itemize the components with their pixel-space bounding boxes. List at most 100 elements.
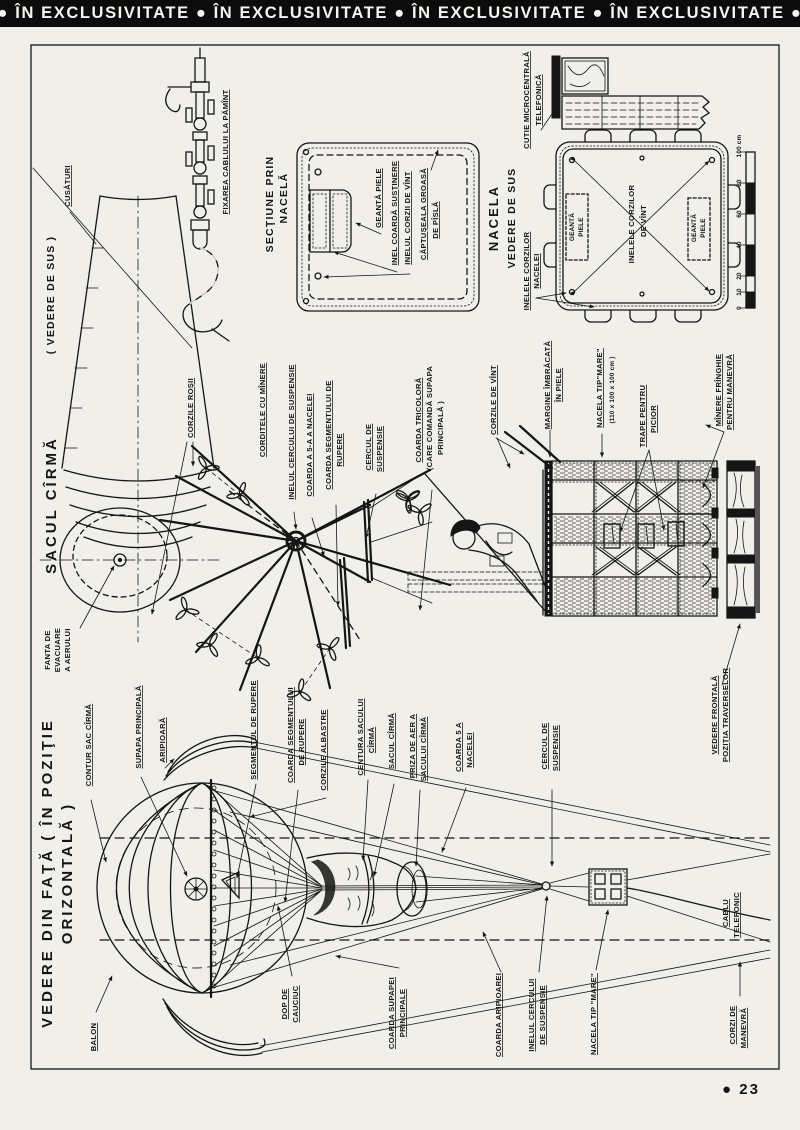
stabilizer-fins — [162, 734, 771, 1057]
telephone-box — [551, 55, 711, 130]
foot-trap — [667, 521, 685, 547]
centura-label-2: CÎRMĂ — [367, 727, 376, 754]
crossbeam-plank — [726, 460, 760, 619]
inelul-corzii-label: INELUL CORZII DE VÎNT — [403, 171, 412, 265]
vedere-frontala-label-2: POZIŢIA TRAVERSELOR — [721, 668, 730, 763]
foot-trap — [637, 523, 655, 549]
corzile-rosii-label: CORZILE ROŞII — [186, 378, 195, 438]
trape-label-1: TRAPE PENTRU — [638, 384, 647, 447]
drogue-sack-top-view: SACUL CÎRMĂ ( VEDERE DE SUS ) CUSĂTURI F… — [39, 165, 223, 672]
geanta-left-2: PIELE — [578, 217, 585, 237]
suspension-rigging: CORDITELE CU MÎNERE INELUL CERCULUI DE S… — [158, 363, 525, 703]
cercul-front-label-1: CERCUL DE — [540, 723, 549, 770]
suspension-ring — [285, 530, 307, 552]
ruler-tick-10: 10 — [736, 288, 743, 296]
scale-ruler: 0 10 20 40 60 80 100 cm — [736, 134, 756, 310]
nacela-tip-front-label: NACELA TIP "MARE" — [589, 973, 598, 1055]
front-view-title-1: VEDERE DIN FAŢĂ ( ÎN POZIŢIE — [38, 718, 56, 1028]
gondola-top-view: NACELA VEDERE DE SUS GEANTĂ PIELE GEANTĂ… — [486, 51, 756, 323]
fanta-label-1: FANTA DE — [43, 630, 52, 670]
balloon-front-view: VEDERE DIN FAŢĂ ( ÎN POZIŢIE ORIZONTALĂ … — [38, 680, 771, 1057]
inele-vint-label-1: INELELE CORZILOR — [627, 184, 636, 263]
sacul-cirma-label: SACUL CÎRMĂ — [387, 713, 396, 770]
geanta-left-1: GEANTĂ — [567, 213, 576, 241]
inelul-cercului-label: INELUL CERCULUI DE SUSPENSIE — [287, 364, 296, 499]
sack-top-title: SACUL CÎRMĂ — [42, 436, 60, 574]
balon-label: BALON — [89, 1023, 98, 1052]
diagram-frame — [30, 44, 780, 1070]
nacela-tip-label-1: NACELA TIP"MARE" — [595, 348, 604, 428]
coarda-segment-label-1: COARDA SEGMENTULUI DE — [324, 380, 333, 489]
ruler-top-label: 100 cm — [736, 134, 743, 157]
nacela-subtitle: VEDERE DE SUS — [506, 168, 518, 269]
main-valve — [184, 877, 208, 901]
captuseala-label-1: CĂPTUŞEALA GROASĂ — [419, 168, 428, 260]
geanta-right-2: PIELE — [700, 218, 707, 238]
ruler-tick-0: 0 — [736, 306, 743, 310]
contur-sac-label: CONTUR SAC CÎRMĂ — [84, 704, 93, 787]
dop-label-2: CAUCIUC — [291, 985, 300, 1022]
geanta-right-1: GEANTĂ — [689, 214, 698, 242]
page-number: ● 23 — [722, 1081, 760, 1098]
inele-vint-label-2: DE VÎNT — [639, 205, 648, 237]
coarda-supapei-label-1: COARDA SUPAPEI — [387, 977, 396, 1049]
suspension-hoop-ring — [541, 881, 551, 891]
cutie-label-1: CUTIE MICROCENTRALĂ — [522, 51, 531, 149]
ground-hook — [182, 247, 223, 333]
dop-label-1: DOP DE — [280, 989, 289, 1020]
vedere-frontala-label-1: VEDERE FRONTALĂ — [710, 675, 719, 754]
gondola-section-view: SECŢIUNE PRIN NACELĂ GEANTĂ PIELE INEL C… — [264, 142, 480, 312]
coarda-segm-label-2: DE RUPERE — [297, 718, 306, 765]
inel-coarda-label: INEL COARDĂ SUSŢINERE — [390, 161, 399, 265]
corditele-label: CORDITELE CU MÎNERE — [258, 363, 267, 457]
cusaturi-label: CUSĂTURI — [63, 165, 72, 207]
front-view-title-2: ORIZONTALĂ ) — [59, 802, 76, 944]
coarda-5-label-2: NACELEI — [465, 732, 474, 767]
coarda-segm-label-1: COARDA SEGMENTULUI — [286, 687, 295, 783]
tricolora-label-1: COARDA TRICOLORĂ — [414, 377, 423, 462]
cablu-telefonic-label-2: TELEFONIC — [732, 892, 741, 938]
fanta-label-2: EVACUARE — [53, 628, 62, 672]
margine-label-2: ÎN PIELE — [554, 368, 563, 403]
nacela-tip-label-2: (110 x 100 x 100 cm ) — [609, 356, 616, 423]
coarda-supapei-label-2: PRINCIPALE — [398, 989, 407, 1037]
corzi-manevra-label-1: CORZI DE — [728, 1006, 737, 1045]
basket-side-view: MARGINE ÎMBRĂCATĂ ÎN PIELE NACELA TIP"MA… — [393, 341, 760, 763]
minere-label-1: MÎNERE FRÎNGHIE — [714, 354, 723, 426]
rip-panel-marker — [220, 870, 240, 900]
inele-nacelei-label-1: INELELE CORZILOR — [522, 231, 531, 310]
fixarea-cablului-label: FIXAREA CABLULUI LA PĂMÎNT — [221, 89, 230, 214]
ruler-tick-20: 20 — [736, 272, 743, 280]
coarda-5-label-1: COARDA 5 A — [454, 722, 463, 772]
minere-label-2: PENTRU MANEVRĂ — [725, 354, 734, 430]
margine-label-1: MARGINE ÎMBRĂCATĂ — [543, 341, 552, 430]
coarda-a5a-label: COARDA A 5-A A NACELEI — [305, 393, 314, 496]
trape-label-2: PICIOR — [649, 405, 658, 433]
section-title-2: NACELĂ — [277, 173, 290, 224]
gondola-front — [588, 868, 628, 906]
inelul-cercului-front-label-2: DE SUSPENSIE — [538, 985, 547, 1045]
foot-trap — [603, 523, 621, 549]
centura-label-1: CENTURA SACULUI — [356, 698, 365, 775]
inele-nacelei-label-2: NACELEI — [532, 253, 541, 288]
tricolora-label-2: (CARE COMANDĂ SUPAPA — [425, 366, 434, 471]
drogue-sack-side — [306, 852, 428, 928]
gore-loops — [211, 785, 217, 989]
sack-top-title-suffix: ( VEDERE DE SUS ) — [45, 236, 57, 354]
nacela-title: NACELA — [486, 185, 501, 251]
priza-label-1: PRIZA DE AER A — [408, 714, 417, 779]
corzile-albastre-label: CORZILE ALBASTRE — [319, 709, 328, 790]
cablu-telefonic-label-1: CABLU — [721, 899, 730, 927]
section-title-1: SECŢIUNE PRIN — [264, 156, 276, 253]
tricolora-label-3: PRINCIPALĂ ) — [436, 401, 445, 455]
corzi-manevra-label-2: MANEVRĂ — [739, 1008, 748, 1049]
fanta-label-3: A AERULUI — [63, 628, 72, 671]
ruler-tick-40: 40 — [736, 241, 743, 249]
segmentul-rupere-label: SEGMENTUL DE RUPERE — [249, 680, 258, 780]
corzile-vint-label: CORZILE DE VÎNT — [489, 365, 498, 435]
coarda-aripioarei-label: COARDA ARIPIOAREI — [494, 973, 503, 1057]
coarda-segment-label-2: RUPERE — [335, 433, 344, 466]
ruler-tick-60: 60 — [736, 210, 743, 218]
